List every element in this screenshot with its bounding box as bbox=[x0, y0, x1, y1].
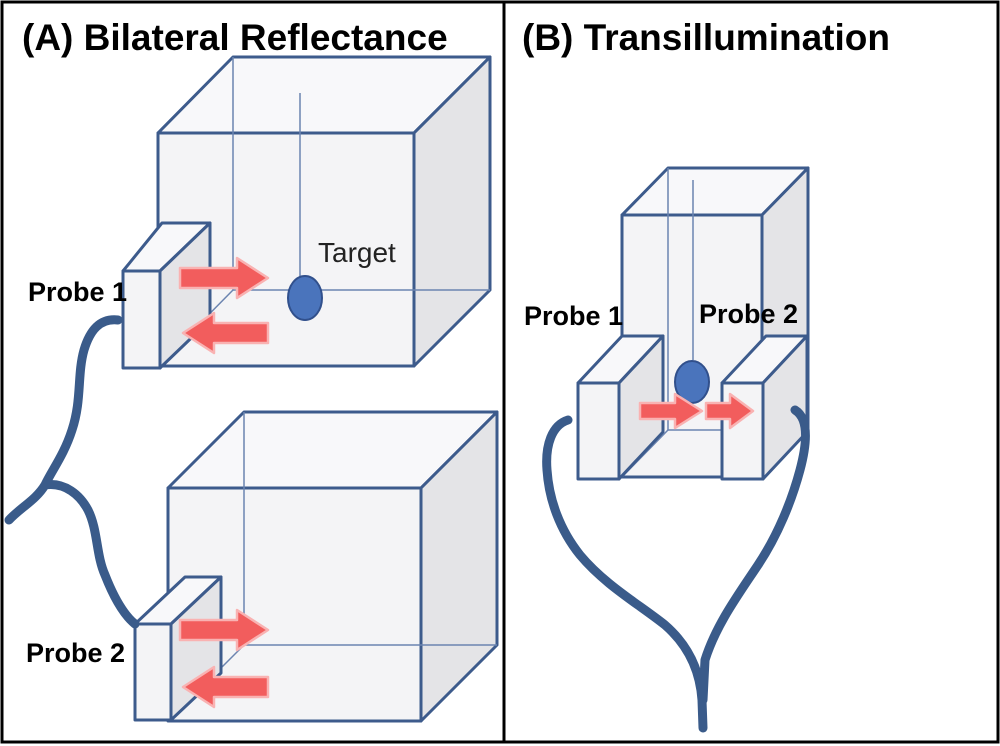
panel-a: (A) Bilateral Reflectance Target bbox=[0, 0, 506, 744]
probe-b1-front bbox=[576, 381, 621, 481]
panel-a-probe-1 bbox=[121, 221, 212, 370]
probe-a1-front bbox=[121, 269, 162, 370]
panel-b-title: (B) Transillumination bbox=[522, 17, 890, 58]
panel-b-probe-1-label: Probe 1 bbox=[524, 301, 623, 331]
lower-arrow-left bbox=[181, 665, 270, 709]
target-label: Target bbox=[318, 237, 396, 268]
panel-b: (B) Transillumination bbox=[502, 0, 1000, 744]
upper-tissue-cube bbox=[156, 55, 492, 368]
lower-tissue-cube bbox=[166, 410, 499, 723]
panel-b-target-marker bbox=[674, 360, 710, 404]
panel-b-probe-2-label: Probe 2 bbox=[699, 299, 798, 329]
upper-arrow-right bbox=[178, 256, 270, 300]
panel-a-cable bbox=[4, 315, 140, 629]
lower-arrow-right bbox=[178, 608, 270, 652]
probe-a2-front bbox=[133, 622, 173, 722]
panel-a-probe-2-label: Probe 2 bbox=[26, 638, 125, 668]
panel-b-cable bbox=[542, 405, 810, 733]
upper-arrow-left bbox=[181, 311, 270, 355]
panel-b-arrow-2 bbox=[704, 392, 755, 430]
panel-a-probe-1-label: Probe 1 bbox=[28, 277, 127, 307]
target-marker bbox=[287, 275, 323, 321]
panel-b-arrow-1 bbox=[638, 392, 704, 430]
probe-b2-front bbox=[720, 381, 765, 481]
panel-a-title: (A) Bilateral Reflectance bbox=[22, 17, 448, 58]
